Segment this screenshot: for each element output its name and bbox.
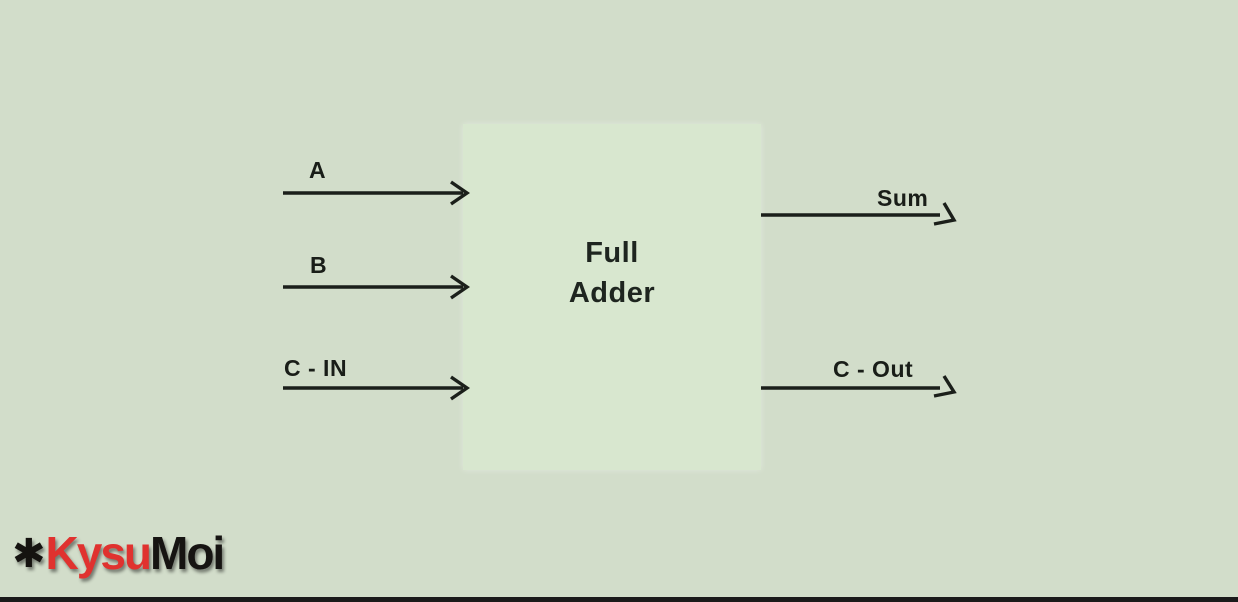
full-adder-block xyxy=(463,124,761,470)
full-adder-label-line2: Adder xyxy=(568,277,656,309)
bottom-edge-bar xyxy=(0,597,1238,602)
input-arrow-b xyxy=(283,274,471,300)
input-label-c-in: C - IN xyxy=(284,355,348,381)
input-arrow-a xyxy=(283,180,471,206)
kysumoi-logo: ✱KysuMoi xyxy=(12,526,225,580)
input-label-b: B xyxy=(310,252,328,278)
logo-text-kysu: Kysu xyxy=(45,527,152,579)
output-label-c-out: C - Out xyxy=(833,356,914,382)
full-adder-block-label: Full Adder xyxy=(463,233,761,313)
full-adder-label-line1: Full xyxy=(585,237,639,269)
input-label-a: A xyxy=(309,157,327,183)
logo-text-moi: Moi xyxy=(150,527,225,579)
output-label-sum: Sum xyxy=(877,185,929,211)
logo-star-icon: ✱ xyxy=(12,532,46,576)
